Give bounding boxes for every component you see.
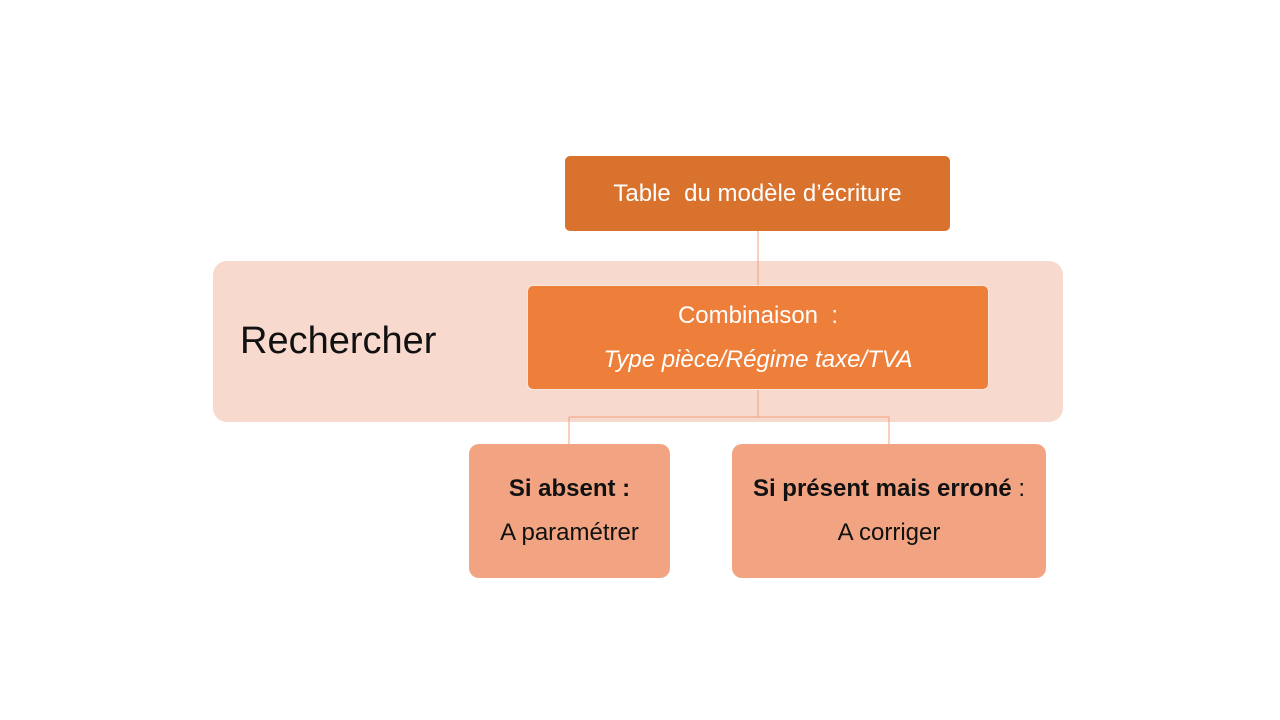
present-erroneous-title-bold: Si présent mais erroné (752, 475, 1012, 502)
present-erroneous-title: Si présent mais erroné : (753, 474, 1025, 504)
present-erroneous-title-rest: : (1011, 475, 1026, 502)
combination-box: Combinaison : Type pièce/Régime taxe/TVA (527, 285, 989, 390)
table-model-label: Table du modèle d’écriture (613, 179, 902, 207)
table-model-box: Table du modèle d’écriture (565, 156, 950, 231)
present-erroneous-action: A corriger (837, 519, 941, 546)
band-label: Rechercher (240, 320, 437, 362)
present-erroneous-box: Si présent mais erroné : A corriger (732, 444, 1046, 578)
combination-title: Combinaison : (677, 301, 839, 329)
absent-title: Si absent : (508, 475, 631, 502)
combination-detail: Type pièce/Régime taxe/TVA (603, 345, 913, 373)
absent-box: Si absent : A paramétrer (469, 444, 670, 578)
absent-action: A paramétrer (500, 519, 639, 546)
